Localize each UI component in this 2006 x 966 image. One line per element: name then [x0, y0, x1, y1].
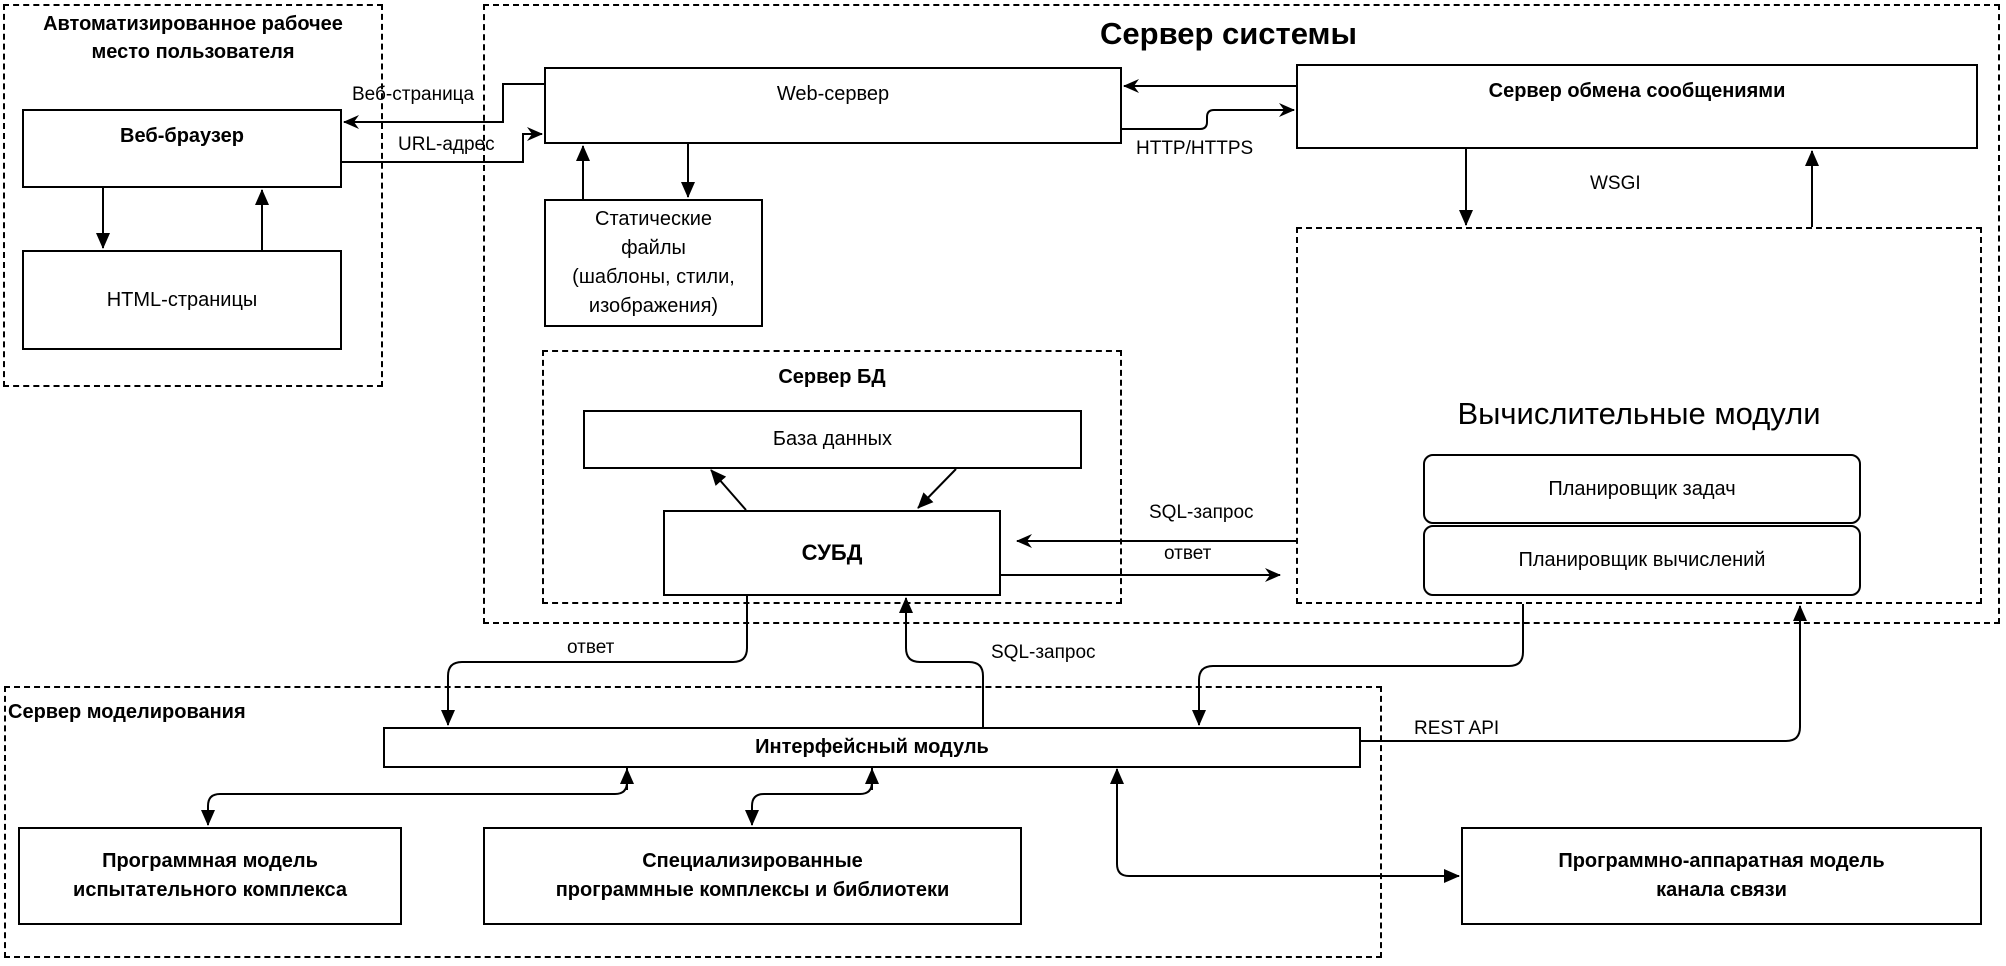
edge-label-response-bottom: ответ — [567, 637, 615, 658]
node-interface-module[interactable]: Интерфейсный модуль — [383, 727, 1361, 768]
node-message-server-label: Сервер обмена сообщениями — [1488, 80, 1786, 102]
node-web-server[interactable]: Web-сервер — [544, 67, 1122, 144]
node-task-scheduler-label: Планировщик задач — [1548, 477, 1736, 500]
edge-db-to-dbms — [917, 468, 957, 509]
node-test-complex-model[interactable]: Программная модель испытательного компле… — [18, 827, 402, 925]
edge-label-wsgi: WSGI — [1590, 173, 1641, 194]
edge-sql-request-bottom — [899, 597, 984, 727]
node-dbms-label: СУБД — [801, 540, 863, 565]
node-web-server-label: Web-сервер — [776, 83, 890, 105]
node-dbms[interactable]: СУБД — [663, 510, 1001, 596]
node-database[interactable]: База данных — [583, 410, 1082, 469]
node-channel-model[interactable]: Программно-аппаратная модель канала связ… — [1461, 827, 1982, 925]
edge-label-sql-request-top: SQL-запрос — [1149, 502, 1254, 523]
group-modeling-server-title: Сервер моделирования — [8, 701, 246, 723]
node-html-pages-label: HTML-страницы — [106, 288, 258, 311]
group-system-server-title: Сервер системы — [1100, 16, 1357, 51]
node-web-browser[interactable]: Веб-браузер — [22, 109, 342, 188]
node-web-browser-label: Веб-браузер — [120, 125, 244, 147]
group-workstation-title: Автоматизированное рабочее место пользов… — [43, 13, 343, 63]
node-compute-scheduler[interactable]: Планировщик вычислений — [1423, 525, 1861, 596]
group-compute-modules-title: Вычислительные модули — [1457, 396, 1821, 431]
node-task-scheduler[interactable]: Планировщик задач — [1423, 454, 1861, 524]
edge-rest-api — [1361, 605, 1807, 742]
node-interface-module-label: Интерфейсный модуль — [755, 736, 989, 758]
edge-web-page — [343, 83, 544, 129]
node-message-server[interactable]: Сервер обмена сообщениями — [1296, 64, 1978, 149]
edge-label-sql-request-bottom: SQL-запрос — [991, 642, 1096, 663]
group-workstation — [3, 4, 383, 387]
edge-url — [342, 127, 543, 163]
edge-label-http: HTTP/HTTPS — [1136, 138, 1254, 159]
edge-response-bottom — [441, 596, 748, 726]
node-compute-scheduler-label: Планировщик вычислений — [1518, 549, 1766, 571]
node-html-pages[interactable]: HTML-страницы — [22, 250, 342, 350]
node-database-label: База данных — [772, 428, 893, 450]
node-specialized-software[interactable]: Специализированные программные комплексы… — [483, 827, 1022, 925]
edge-label-rest-api: REST API — [1414, 718, 1500, 739]
edge-label-response-top: ответ — [1164, 543, 1212, 564]
group-modeling-server — [4, 686, 1382, 958]
group-db-server — [542, 350, 1122, 604]
edge-channel-link — [1116, 790, 1460, 883]
edge-dbms-to-db — [710, 469, 747, 511]
node-static-files[interactable]: Статические файлы (шаблоны, стили, изобр… — [544, 199, 763, 327]
edge-compute-to-interface — [1192, 604, 1524, 726]
edge-http — [1122, 103, 1295, 130]
group-compute-modules — [1296, 227, 1982, 604]
group-system-server — [483, 4, 2000, 624]
edge-label-url: URL-адрес — [398, 134, 495, 155]
group-db-server-title: Сервер БД — [778, 366, 886, 388]
edge-label-web-page: Веб-страница — [352, 84, 475, 105]
